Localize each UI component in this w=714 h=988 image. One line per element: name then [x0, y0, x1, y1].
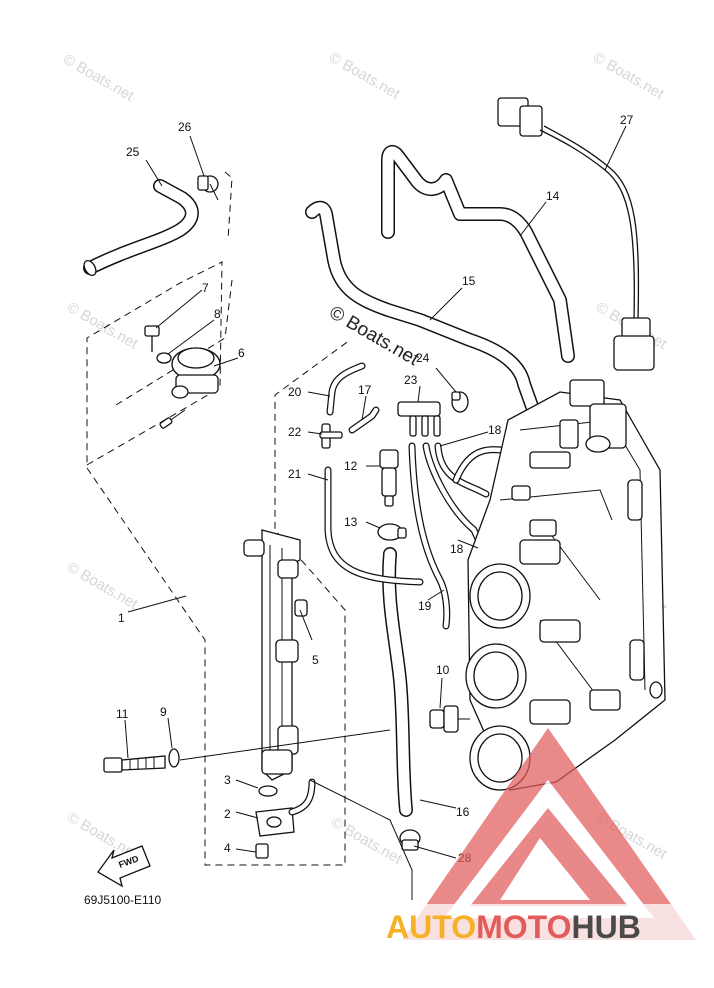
- o-ring-8: [156, 352, 172, 364]
- label-4: 4: [224, 841, 231, 855]
- label-22: 22: [288, 425, 302, 439]
- watermark-text: © Boats.net: [328, 814, 405, 868]
- watermark-text: © Boats.net: [60, 51, 137, 105]
- hose-19: [408, 442, 451, 630]
- label-14: 14: [546, 189, 560, 203]
- label-20: 20: [288, 385, 302, 399]
- label-9: 9: [160, 705, 167, 719]
- label-7: 7: [202, 281, 209, 295]
- joint-23: [397, 401, 441, 437]
- throttle-body-assembly: [465, 379, 666, 791]
- label-26: 26: [178, 120, 192, 134]
- fitting-2: [255, 778, 316, 837]
- regulator-6: [159, 347, 221, 429]
- hose-16: [382, 547, 413, 817]
- label-19: 19: [418, 599, 432, 613]
- label-3: 3: [224, 773, 231, 787]
- union-22: [319, 423, 343, 449]
- label-18-bottom: 18: [450, 542, 464, 556]
- logo-triangle-icon: [402, 728, 696, 940]
- hose-17: [348, 406, 380, 434]
- hose-14: [381, 144, 575, 363]
- label-18-top: 18: [488, 423, 502, 437]
- fwd-arrow: FWD: [97, 845, 151, 888]
- label-27: 27: [620, 113, 634, 127]
- hose-20: [326, 362, 366, 416]
- hose-25: [83, 179, 199, 277]
- brand-hub: HUB: [571, 909, 640, 945]
- watermark-text: © Boats.net: [326, 49, 403, 103]
- clamp-26: [197, 175, 219, 201]
- brand-auto: AUTO: [386, 909, 476, 945]
- hose-21: [324, 466, 424, 586]
- screw-4: [255, 843, 269, 859]
- hose-15: [305, 200, 541, 419]
- screw-7: [144, 325, 160, 352]
- watermark-text: © Boats.net: [590, 49, 667, 103]
- label-1: 1: [118, 611, 125, 625]
- leader-lines: [124, 125, 627, 900]
- filter-12: [379, 449, 399, 507]
- automotohub-logo: AUTOMOTOHUB: [384, 728, 710, 945]
- watermark-text: © Boats.net: [64, 299, 141, 353]
- sensor-10: [429, 705, 470, 733]
- label-12: 12: [344, 459, 358, 473]
- watermark-text: © Boats.net: [64, 559, 141, 613]
- label-24: 24: [416, 351, 430, 365]
- part-labels: 1 2 3 4 5 6 7 8 9 10 11 12 13 14 15 16 1…: [116, 113, 634, 865]
- label-10: 10: [436, 663, 450, 677]
- label-21: 21: [288, 467, 302, 481]
- label-25: 25: [126, 145, 140, 159]
- assembly-outlines: [86, 171, 351, 866]
- harness-27: [497, 97, 655, 371]
- label-16: 16: [456, 805, 470, 819]
- label-23: 23: [404, 373, 418, 387]
- label-13: 13: [344, 515, 358, 529]
- washer-9: [168, 748, 180, 768]
- label-2: 2: [224, 807, 231, 821]
- fuel-rail: [243, 529, 308, 781]
- svg-text:AUTOMOTOHUB: AUTOMOTOHUB: [386, 909, 641, 945]
- label-8: 8: [214, 307, 221, 321]
- label-5: 5: [312, 653, 319, 667]
- label-17: 17: [358, 383, 372, 397]
- clip-24: [451, 391, 469, 413]
- diagram-code: 69J5100-E110: [84, 893, 162, 907]
- clamp-13: [377, 523, 407, 541]
- label-11: 11: [116, 707, 129, 721]
- o-ring-3: [258, 785, 278, 797]
- brand-moto: MOTO: [476, 909, 571, 945]
- label-15: 15: [462, 274, 476, 288]
- clamp-28: [399, 829, 421, 851]
- label-6: 6: [238, 346, 245, 360]
- bolt-11: [103, 755, 166, 773]
